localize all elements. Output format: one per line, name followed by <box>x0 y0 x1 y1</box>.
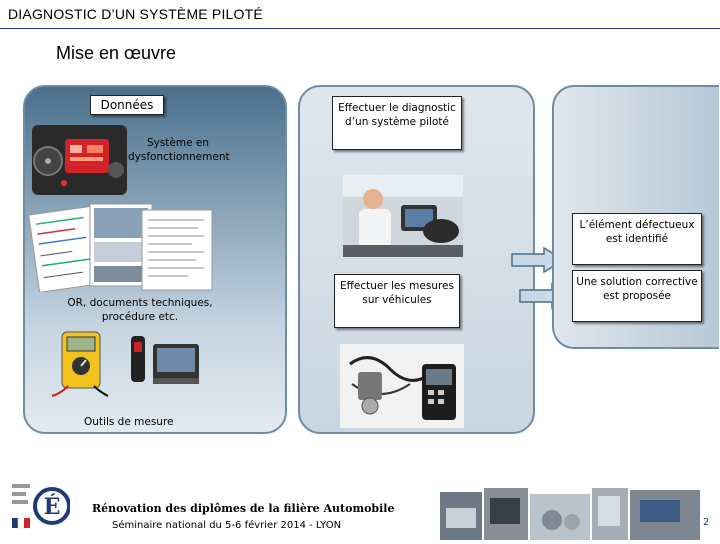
ministry-logo: É <box>10 478 71 536</box>
diagnostic-tool-image <box>125 328 203 390</box>
measures-box: Effectuer les mesures sur véhicules <box>334 274 460 328</box>
footer-photo-strip <box>440 488 702 540</box>
page-title: DIAGNOSTIC D’UN SYSTÈME PILOTÉ <box>8 6 263 22</box>
footer-title: Rénovation des diplômes de la filière Au… <box>92 502 395 515</box>
tools-label: Outils de mesure <box>84 416 174 428</box>
documents-image <box>28 200 228 293</box>
diagnostic-box: Effectuer le diagnostic d’un système pil… <box>332 96 462 150</box>
footer-seminar: Séminaire national du 5-6 février 2014 -… <box>112 520 342 531</box>
measurement-equipment-photo <box>340 344 464 428</box>
technician-photo <box>343 175 463 257</box>
identified-element-box: L’élément défectueux est identifié <box>572 213 702 265</box>
solution-box: Une solution corrective est proposée <box>572 270 702 322</box>
logo-letter: É <box>44 493 61 520</box>
title-divider <box>0 28 720 29</box>
page-number: 2 <box>703 517 710 528</box>
dashboard-image <box>32 125 127 195</box>
multimeter-image <box>50 330 112 398</box>
page-subtitle: Mise en œuvre <box>56 43 177 63</box>
data-box: Données <box>90 95 164 115</box>
system-label: Système en dysfonctionnement <box>128 137 230 164</box>
docs-label: OR, documents techniques, procédure etc. <box>67 297 213 324</box>
